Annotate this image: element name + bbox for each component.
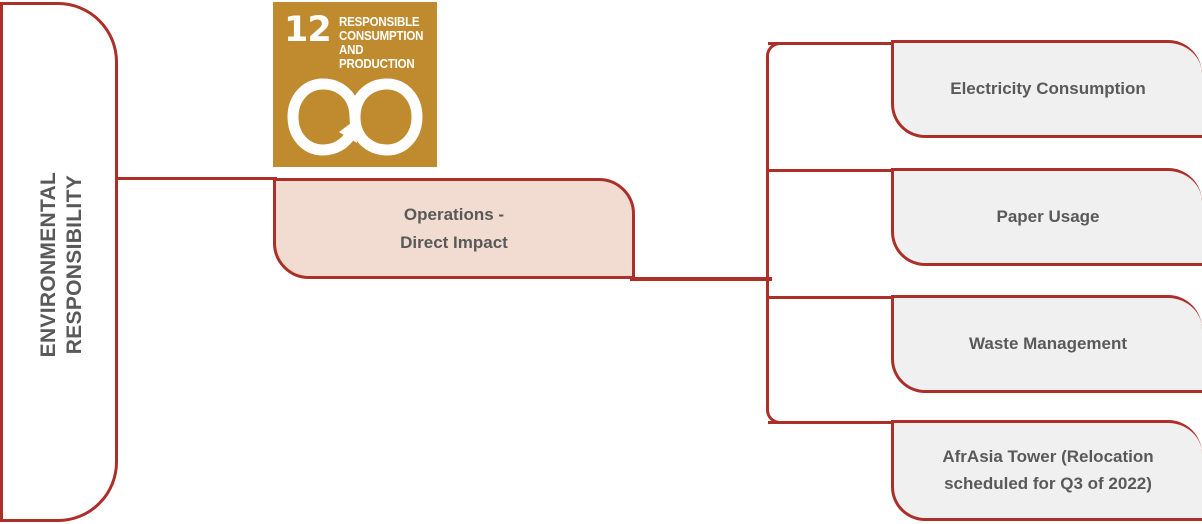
node-paper-usage-label: Paper Usage <box>996 206 1100 226</box>
connector-branch-4 <box>768 421 898 424</box>
connector-trunk-bracket <box>766 42 836 424</box>
node-operations-label: Operations - Direct Impact <box>400 201 508 256</box>
node-afrasia-tower-label-line1: AfrAsia Tower (Relocation <box>942 447 1154 467</box>
node-electricity-consumption[interactable]: Electricity Consumption <box>891 40 1202 138</box>
sdg-badge-title-line1: RESPONSIBLE <box>338 15 420 29</box>
node-operations-label-line1: Operations - <box>403 204 505 224</box>
node-electricity-consumption-label: Electricity Consumption <box>950 78 1146 98</box>
node-paper-usage[interactable]: Paper Usage <box>891 168 1202 266</box>
category-pill-label-wrapper: ENVIRONMENTAL RESPONSIBILITY <box>3 5 121 524</box>
connector-category-to-operations <box>115 177 277 180</box>
sdg-badge-header: 12 RESPONSIBLE CONSUMPTION AND PRODUCTIO… <box>284 10 431 71</box>
category-label-vertical: ENVIRONMENTAL RESPONSIBILITY <box>36 172 87 358</box>
sdg-badge-title: RESPONSIBLE CONSUMPTION AND PRODUCTION <box>339 15 424 71</box>
sdg-badge-title-line3: AND PRODUCTION <box>338 43 415 71</box>
sdg-badge-number: 12 <box>284 10 332 50</box>
connector-branch-2 <box>768 169 898 172</box>
category-label-line2: RESPONSIBILITY <box>63 175 87 355</box>
connector-operations-to-trunk <box>630 277 772 281</box>
node-afrasia-tower-label: AfrAsia Tower (Relocation scheduled for … <box>928 444 1167 497</box>
node-operations-direct-impact[interactable]: Operations - Direct Impact <box>273 178 635 279</box>
category-label-line1: ENVIRONMENTAL <box>37 172 61 358</box>
node-afrasia-tower-label-line2: scheduled for Q3 of 2022) <box>944 473 1152 493</box>
infinity-loop-arrow-icon <box>287 78 423 156</box>
connector-branch-3 <box>768 296 898 299</box>
node-waste-management[interactable]: Waste Management <box>891 295 1202 393</box>
sdg-badge-title-line2: CONSUMPTION <box>338 29 423 43</box>
node-waste-management-label: Waste Management <box>968 333 1128 353</box>
sdg-12-badge: 12 RESPONSIBLE CONSUMPTION AND PRODUCTIO… <box>273 2 437 167</box>
node-operations-label-line2: Direct Impact <box>400 232 508 252</box>
node-afrasia-tower[interactable]: AfrAsia Tower (Relocation scheduled for … <box>891 420 1202 521</box>
connector-branch-1 <box>768 42 898 45</box>
category-pill-environmental-responsibility: ENVIRONMENTAL RESPONSIBILITY <box>0 2 118 522</box>
